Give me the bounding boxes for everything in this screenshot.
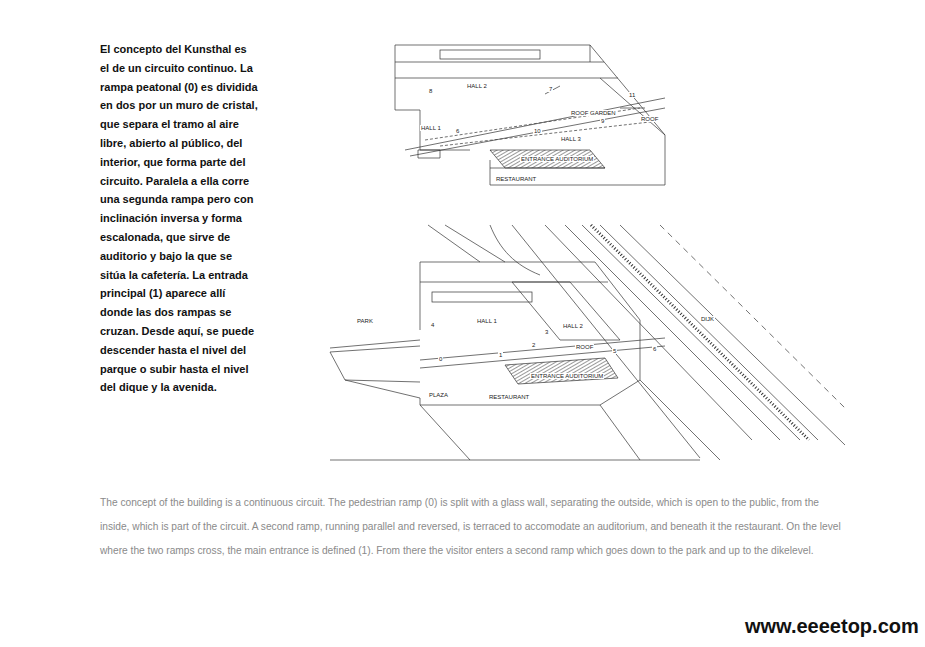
room-label: ENTRANCE AUDITORIUM xyxy=(520,156,594,162)
body-text: El concepto del Kunsthal es el de un cir… xyxy=(100,40,258,397)
room-label: ROOF xyxy=(575,344,594,350)
room-label: ROOF GARDEN xyxy=(570,110,617,116)
callout-number: 9 xyxy=(600,118,605,124)
room-label: HALL 2 xyxy=(562,323,584,329)
callout-number: 11 xyxy=(628,92,636,98)
callout-number: 8 xyxy=(428,88,433,94)
room-label: ENTRANCE AUDITORIUM xyxy=(530,373,604,379)
bottom-axonometric xyxy=(330,225,845,460)
callout-number: 6 xyxy=(455,128,460,134)
callout-number: 10 xyxy=(533,128,542,134)
room-label: ROOF xyxy=(640,116,659,122)
area-label: PARK xyxy=(356,318,374,324)
callout-number: 7 xyxy=(548,86,553,92)
top-axonometric xyxy=(395,45,665,185)
area-label: DIJK xyxy=(700,316,715,322)
room-label: HALL 1 xyxy=(476,318,498,324)
area-label: PLAZA xyxy=(428,392,449,398)
callout-number: 6 xyxy=(652,346,657,352)
callout-number: 0 xyxy=(438,356,443,362)
callout-number: 5 xyxy=(612,348,617,354)
room-label: HALL 1 xyxy=(420,125,442,131)
room-label: HALL 2 xyxy=(466,83,488,89)
callout-number: 1 xyxy=(498,352,503,358)
room-label: RESTAURANT xyxy=(495,176,537,182)
callout-number: 2 xyxy=(531,342,536,348)
caption: The concept of the building is a continu… xyxy=(100,491,850,563)
room-label: HALL 3 xyxy=(560,136,582,142)
watermark: www.eeeetop.com xyxy=(745,616,919,636)
room-label: RESTAURANT xyxy=(488,394,530,400)
callout-number: 4 xyxy=(430,322,435,328)
callout-number: 3 xyxy=(544,329,549,335)
